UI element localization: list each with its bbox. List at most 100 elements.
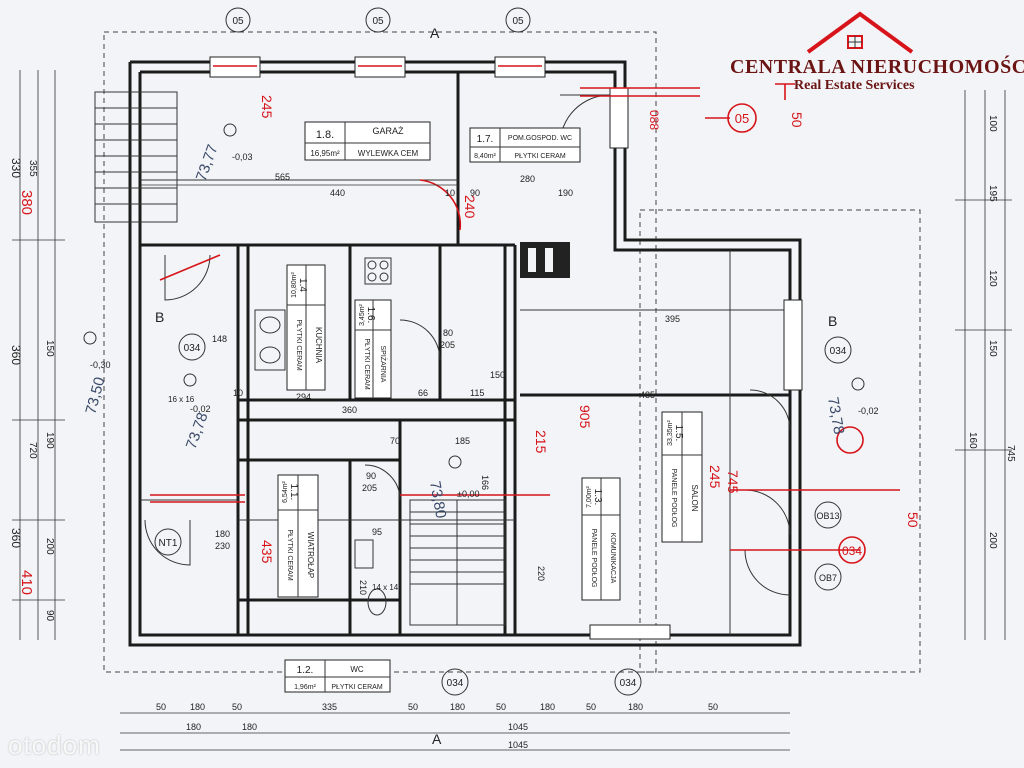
red-num-10: 905 [577, 405, 593, 429]
level-3: -0,02 [190, 404, 211, 414]
hand-level-5: 73,78 [824, 396, 847, 436]
dim-right-5: 160 [967, 432, 978, 449]
misc-14: 180 [215, 529, 230, 539]
misc-labels: 80 205 115 150 294 360 66 70 185 90 205 … [168, 328, 546, 595]
room-1-7: 1.7. POM.GOSPOD. WC 8,40m² PŁYTKI CERAM [469, 127, 581, 163]
window-05-label-3: 05 [512, 16, 524, 27]
room-1-8-area: 16,95m² [310, 149, 340, 158]
room-1-5: 1.5. SALON 33,35m² PANELE PODŁOG [661, 411, 703, 543]
company-subtitle: Real Estate Services [794, 78, 915, 93]
room-1-1-num: 1.1. [288, 484, 299, 501]
misc-16: 148 [212, 334, 227, 344]
dim-top-6: 190 [558, 188, 573, 198]
room-1-2-area: 1,96m² [294, 684, 316, 691]
room-1-5-num: 1.5. [673, 425, 684, 442]
room-1-4-area: 10,80m² [291, 271, 298, 297]
level-1: -0,03 [232, 152, 253, 162]
windows [209, 56, 803, 640]
misc-15: 230 [215, 541, 230, 551]
misc-13: 210 [358, 580, 368, 595]
dim-top-3: 10 [445, 188, 455, 198]
otodom-watermark: otodom [8, 730, 101, 760]
room-1-2-name: WC [350, 665, 364, 674]
room-1-4-num: 1.4 [297, 278, 308, 292]
room-1-1-finish: PŁYTKI CERAM [286, 529, 293, 581]
red-annotations [150, 65, 900, 564]
window-034-red: 034 [842, 544, 862, 558]
misc-20: 16 x 16 [168, 395, 195, 404]
misc-1: 80 [443, 328, 453, 338]
misc-11: 205 [362, 483, 377, 493]
room-1-1-name: WIATROŁAP [306, 532, 315, 579]
dim-b1-1: 50 [156, 702, 166, 712]
room-1-7-area: 8,40m² [474, 153, 496, 160]
dim-left-7: 360 [9, 528, 23, 548]
dim-left-6: 720 [27, 442, 38, 459]
misc-12: 95 [372, 527, 382, 537]
dim-b1-8: 180 [540, 702, 555, 712]
dim-left-1: 330 [9, 158, 23, 178]
room-1-8: 1.8. GARAŻ 16,95m² WYLEWKA CEM [304, 121, 431, 161]
misc-8: 70 [390, 436, 400, 446]
room-1-7-num: 1.7. [477, 134, 494, 145]
dim-right-2: 195 [987, 185, 998, 202]
room-1-6-num: 1.6. [365, 307, 376, 324]
level-4: ±0,00 [457, 489, 479, 499]
room-1-6-finish: PŁYTKI CERAM [363, 338, 370, 390]
room-1-4-finish: PŁYTKI CERAM [295, 319, 302, 371]
misc-21: 14 x 14 [372, 583, 399, 592]
misc-10: 90 [366, 471, 376, 481]
red-num-2: 410 [18, 570, 35, 595]
company-logo: CENTRALA NIERUCHOMOŚCI Real Estate Servi… [724, 8, 1024, 96]
dim-left-4: 150 [44, 340, 55, 357]
left-dimension-lines [12, 70, 65, 640]
right-dimension-lines [955, 90, 1012, 640]
dim-b1-2: 180 [190, 702, 205, 712]
room-1-8-name: GARAŻ [372, 126, 404, 136]
room-1-3-finish: PANELE PODŁOG [590, 528, 597, 587]
dim-right-7: 745 [1005, 445, 1016, 462]
dim-b1-7: 50 [496, 702, 506, 712]
window-05-label-1: 05 [232, 16, 244, 27]
level-marks: -0,03 -0,30 -0,02 ±0,00 -0,02 [83, 123, 879, 499]
dim-b1-4: 335 [322, 702, 337, 712]
interior-walls [140, 72, 790, 635]
window-05-label-2: 05 [372, 16, 384, 27]
dim-b2-2: 180 [242, 722, 257, 732]
room-1-7-name: POM.GOSPOD. WC [508, 135, 572, 142]
exterior-walls [128, 60, 802, 647]
room-1-7-finish: PŁYTKI CERAM [514, 153, 566, 160]
top-dimensions: 565 440 10 280 90 190 395 485 [140, 172, 680, 400]
window-034-bottom-2: 034 [620, 678, 637, 689]
dim-left-8: 200 [44, 538, 55, 555]
callouts: 05 05 05 05 034 034 034 034 034 NT1 OB13… [154, 7, 862, 747]
section-a-top: A [430, 25, 440, 41]
dim-right-3: 120 [987, 270, 998, 287]
red-num-4: 435 [259, 540, 275, 564]
section-b-left: B [155, 309, 164, 325]
window-034-bottom-1: 034 [447, 678, 464, 689]
section-b-right: B [828, 313, 837, 329]
logo-roof [806, 11, 914, 54]
room-1-3: 1.3. KOMUNIKACJA 7,00m² PANELE PODŁOG [581, 477, 621, 601]
room-1-6: 1.6. SPIŻARNIA 3,45m² PŁYTKI CERAM [354, 299, 392, 399]
red-num-8: 50 [789, 112, 805, 128]
misc-5: 294 [296, 392, 311, 402]
misc-3: 115 [470, 388, 484, 398]
room-1-6-name: SPIŻARNIA [379, 346, 388, 383]
red-num-6: 245 [707, 465, 723, 489]
dim-b1-3: 50 [232, 702, 242, 712]
dim-b3-total: 1045 [508, 740, 528, 750]
dim-top-7: 395 [665, 314, 680, 324]
room-1-1: 1.1. WIATROŁAP 6,54m² PŁYTKI CERAM [277, 474, 319, 598]
dim-b1-5: 50 [408, 702, 418, 712]
bottom-dimensions: 50 180 50 335 50 180 50 180 50 180 50 18… [120, 702, 790, 751]
room-1-8-finish: WYLEWKA CEM [358, 149, 419, 158]
misc-9: 185 [455, 436, 470, 446]
dim-top-4: 280 [520, 174, 535, 184]
room-1-3-name: KOMUNIKACJA [609, 533, 616, 584]
misc-6: 360 [342, 405, 357, 415]
red-num-3: 245 [259, 95, 275, 119]
window-034-left: 034 [184, 343, 201, 354]
red-num-11: 745 [725, 470, 741, 494]
